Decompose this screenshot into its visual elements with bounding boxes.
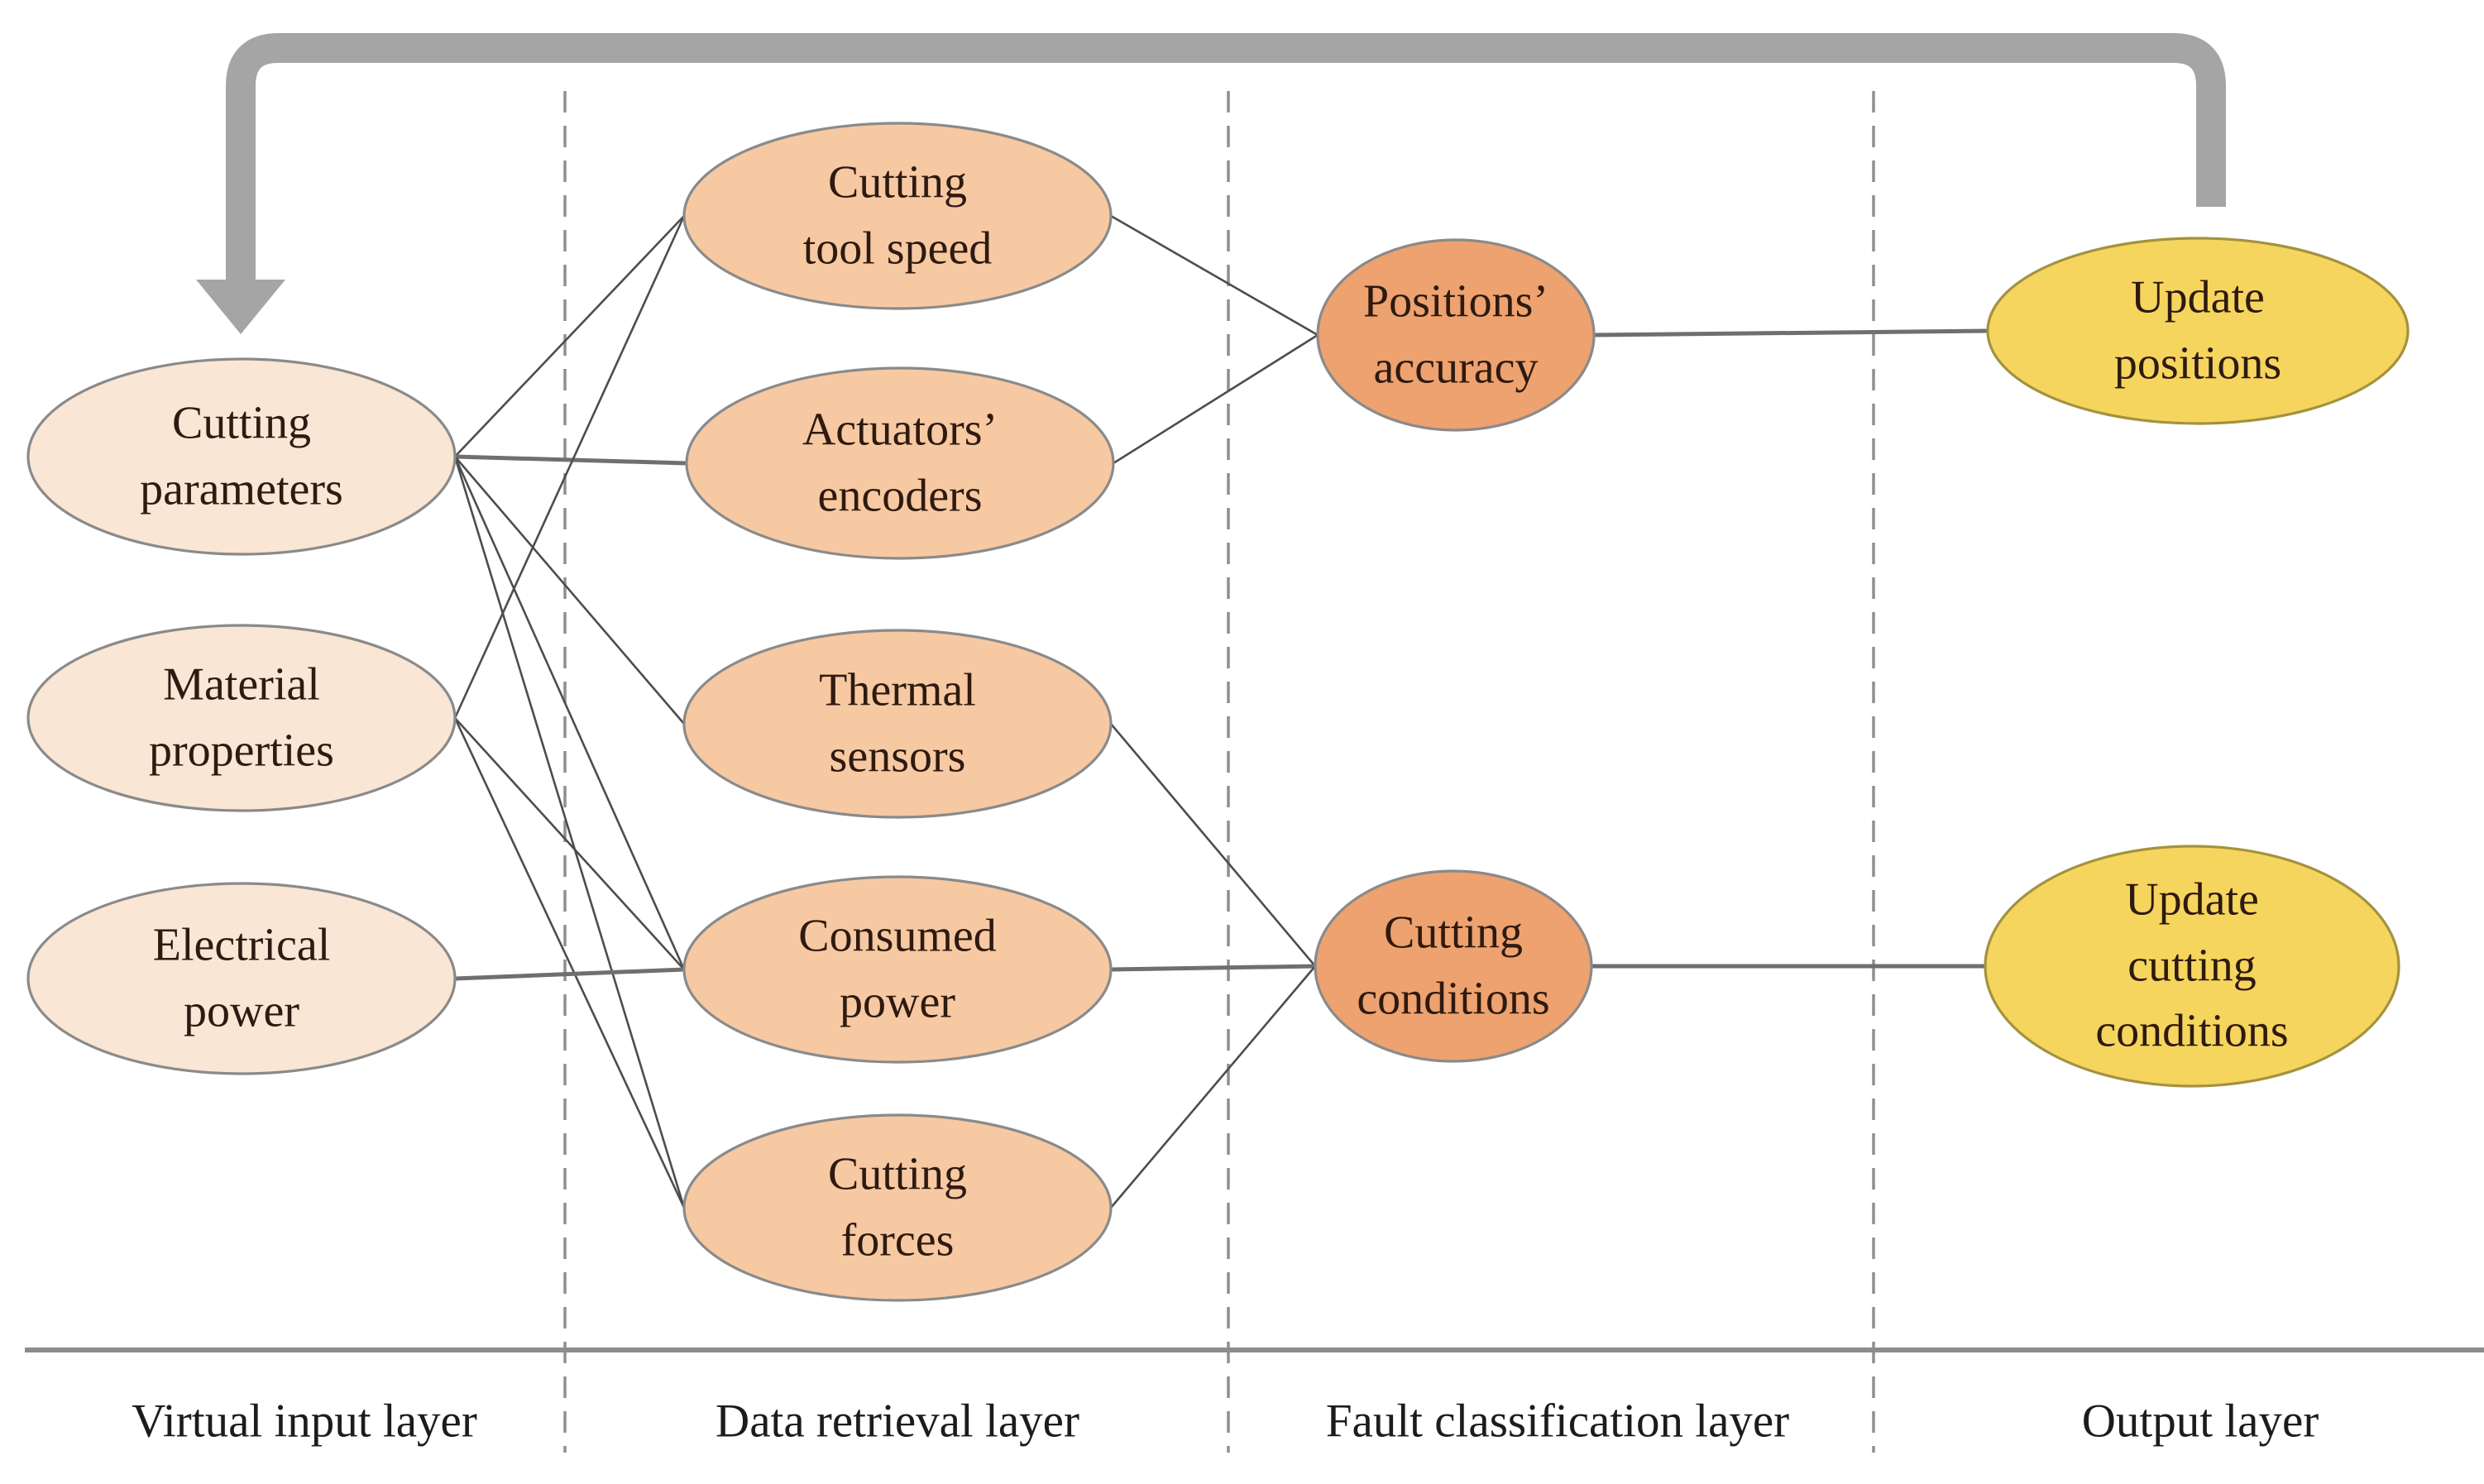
- edge-cutting-parameters-to-cutting-forces: [453, 456, 686, 1209]
- node-electrical-power: [26, 882, 457, 1075]
- edge-cutting-parameters-to-cutting-tool-speed: [454, 215, 685, 457]
- node-cutting-tool-speed: [682, 122, 1113, 310]
- edge-cutting-parameters-to-thermal-sensors: [454, 456, 685, 725]
- edge-cutting-parameters-to-consumed-power: [453, 456, 686, 970]
- feedback-arrow-shaft: [226, 33, 2226, 281]
- edge-material-properties-to-consumed-power: [454, 717, 685, 970]
- feedback-arrow-head: [196, 280, 285, 334]
- node-cutting-parameters: [26, 357, 457, 556]
- node-positions-accuracy: [1316, 238, 1596, 432]
- layer-label-virtual-input: Virtual input layer: [132, 1395, 477, 1448]
- edge-material-properties-to-cutting-forces: [453, 717, 686, 1209]
- edge-cutting-tool-speed-to-positions-accuracy: [1110, 214, 1319, 337]
- edge-cutting-forces-to-cutting-conditions: [1110, 965, 1316, 1209]
- edge-material-properties-to-cutting-tool-speed: [453, 215, 686, 719]
- edge-positions-accuracy-to-update-positions: [1593, 328, 1989, 337]
- edge-thermal-sensors-to-cutting-conditions: [1110, 723, 1316, 967]
- edge-actuators-encoders-to-positions-accuracy: [1113, 333, 1319, 465]
- layer-label-output: Output layer: [2081, 1395, 2319, 1448]
- edge-consumed-power-to-cutting-conditions: [1110, 964, 1316, 972]
- node-actuators-encoders: [685, 366, 1115, 560]
- node-update-positions: [1986, 237, 2410, 425]
- layer-label-data-retrieval: Data retrieval layer: [716, 1395, 1079, 1448]
- node-cutting-forces: [682, 1113, 1113, 1302]
- node-material-properties: [26, 624, 457, 812]
- node-update-cutting-conditions: [1984, 845, 2400, 1088]
- edge-electrical-power-to-consumed-power: [454, 967, 685, 981]
- node-consumed-power: [682, 875, 1113, 1064]
- node-thermal-sensors: [682, 629, 1113, 819]
- edge-cutting-parameters-to-actuators-encoders: [454, 454, 687, 466]
- node-cutting-conditions: [1314, 869, 1593, 1063]
- layer-label-fault-classification: Fault classification layer: [1325, 1395, 1790, 1448]
